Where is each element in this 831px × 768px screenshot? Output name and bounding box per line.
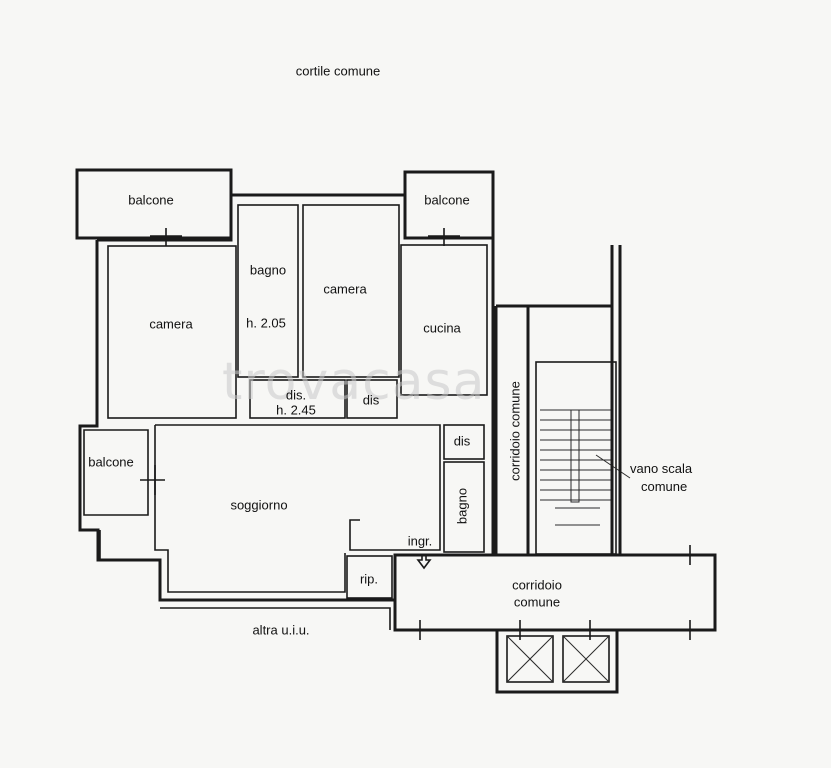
label-corridoio-vertical: corridoio comune: [507, 381, 523, 481]
label-corridoio-bottom-comune: comune: [513, 594, 561, 610]
label-vano-scala: vano scala: [630, 461, 693, 476]
other-unit-wall: [160, 607, 391, 630]
corridor-bottom: [393, 553, 717, 632]
label-altra-uiu: altra u.i.u.: [252, 622, 310, 638]
label-rip: rip.: [359, 571, 379, 587]
balcony-left: [83, 429, 149, 561]
elevator-1: [506, 635, 554, 683]
window-markers: [140, 228, 700, 640]
room-dis-right: [443, 424, 485, 460]
label-ingr: ingr.: [407, 533, 433, 549]
label-bagno-right: bagno: [454, 487, 470, 525]
room-camera-left: [107, 245, 237, 419]
label-balcone-top-right: balcone: [424, 192, 470, 208]
apartment-top-wall: [97, 193, 495, 555]
label-soggiorno: soggiorno: [230, 497, 288, 513]
elevator-2: [562, 635, 610, 683]
apartment-outer-wall: [78, 240, 397, 602]
elevator-shaft: [495, 628, 619, 694]
label-vano-scala-comune: comune: [641, 479, 688, 494]
room-bagno-right: [443, 461, 485, 553]
label-corridoio-bottom: corridoio: [512, 577, 562, 593]
label-balcone-top-left: balcone: [128, 192, 174, 208]
stair-outer: [610, 245, 622, 555]
label-camera-left: camera: [149, 316, 193, 332]
room-bagno-top: [237, 204, 299, 378]
label-bagno-height: h. 2.05: [246, 315, 286, 331]
label-dis-height: h. 2.45: [276, 402, 316, 418]
label-balcone-left: balcone: [88, 454, 134, 470]
room-dis: [249, 379, 346, 419]
room-camera-mid: [302, 204, 400, 378]
label-cortile: cortile comune: [295, 63, 381, 79]
room-dis-small: [346, 379, 398, 419]
room-rip: [346, 555, 393, 599]
label-dis-small: dis: [362, 392, 380, 408]
entrance-arrow-icon: [416, 554, 432, 570]
label-dis-right: dis: [453, 433, 471, 449]
label-camera-mid: camera: [323, 281, 367, 297]
elevator-crosses: [506, 635, 610, 683]
label-cucina: cucina: [423, 320, 461, 336]
label-bagno-top: bagno: [249, 262, 287, 278]
room-soggiorno: [154, 424, 441, 593]
label-dis: dis.: [285, 387, 307, 403]
watermark: trovacasa: [222, 352, 486, 412]
